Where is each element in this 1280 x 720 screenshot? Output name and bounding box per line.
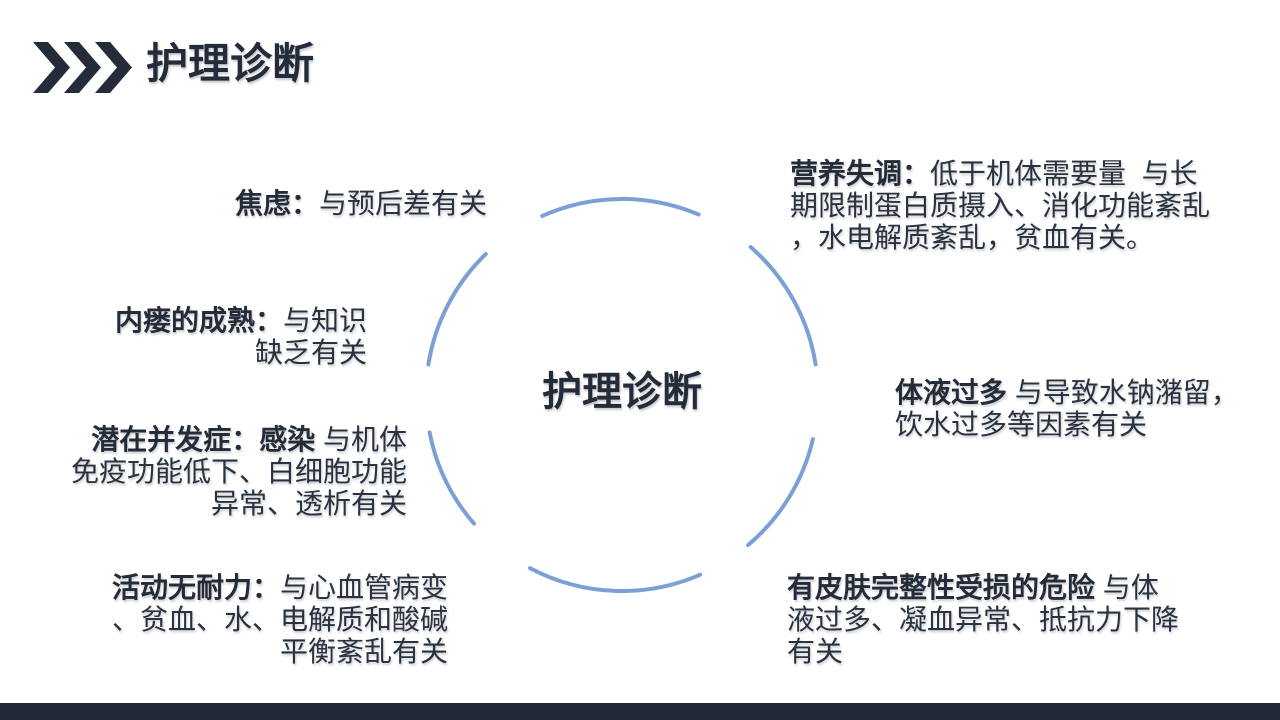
diagnosis-activity-intolerance: 活动无耐力：与心血管病变、贫血、水、电解质和酸碱平衡紊乱有关	[112, 572, 448, 668]
text-line: 活动无耐力：与心血管病变	[111, 572, 448, 603]
diagnosis-nutrition-imbalance: 营养失调：低于机体需要量 与长期限制蛋白质摄入、消化功能紊乱，水电解质紊乱，贫血…	[790, 158, 1210, 254]
text-line: 液过多、凝血异常、抵抗力下降	[787, 604, 1180, 635]
diagram-center-label: 护理诊断	[542, 370, 702, 414]
diagnosis-fistula-maturity: 内瘘的成熟：与知识缺乏有关	[115, 305, 367, 369]
text-line: 、贫血、水、电解质和酸碱	[111, 604, 448, 635]
page-title: 护理诊断	[146, 40, 315, 87]
text-line: 潜在并发症：感染 与机体	[91, 424, 407, 455]
ring-arc-lower-left	[427, 430, 476, 526]
diagnosis-anxiety: 焦虑：与预后差有关	[235, 188, 487, 220]
text-line: 体液过多 与导致水钠潴留，	[895, 377, 1239, 408]
diagnosis-skin-integrity-risk: 有皮肤完整性受损的危险 与体液过多、凝血异常、抵抗力下降有关	[787, 572, 1179, 668]
ring-arc-upper-left	[426, 252, 488, 367]
text-line: 缺乏有关	[254, 337, 367, 368]
ring-arc-bottom	[528, 566, 703, 593]
text-line: 营养失调：低于机体需要量 与长	[790, 158, 1198, 189]
text-line: 期限制蛋白质摄入、消化功能紊乱	[790, 190, 1211, 221]
text-line: 平衡紊乱有关	[279, 636, 448, 667]
bottom-accent-bar	[0, 703, 1280, 720]
triple-chevron-icon	[33, 42, 132, 93]
ring-arc-lower-right	[746, 437, 815, 548]
text-line: 内瘘的成熟：与知识	[114, 305, 367, 336]
text-line: 异常、透析有关	[210, 488, 407, 519]
text-line: ，水电解质紊乱，贫血有关。	[790, 222, 1155, 253]
text-line: 有关	[787, 636, 844, 667]
diagnosis-fluid-excess: 体液过多 与导致水钠潴留，饮水过多等因素有关	[895, 377, 1239, 441]
ring-arc-upper-right	[748, 245, 818, 367]
text-line: 免疫功能低下、白细胞功能	[70, 456, 407, 487]
text-line: 焦虑：与预后差有关	[234, 188, 487, 219]
text-line: 有皮肤完整性受损的危险 与体	[787, 572, 1159, 603]
ring-arc-top	[540, 196, 701, 218]
diagnosis-potential-complication: 潜在并发症：感染 与机体免疫功能低下、白细胞功能异常、透析有关	[71, 424, 407, 520]
text-line: 饮水过多等因素有关	[895, 409, 1148, 440]
